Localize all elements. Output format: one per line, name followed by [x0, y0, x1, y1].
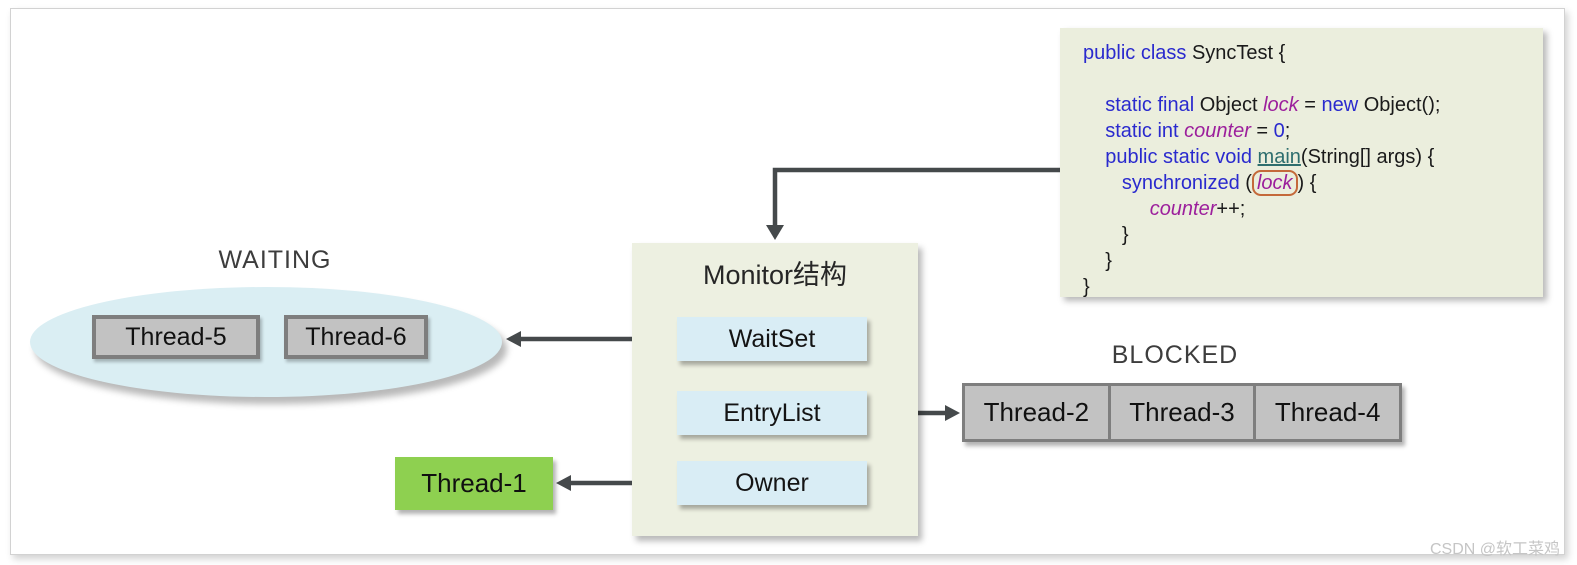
thread-label: Thread-6	[305, 322, 407, 351]
blocked-state-label: BLOCKED	[1111, 341, 1239, 369]
code-token	[1083, 146, 1105, 168]
waiting-thread-box: Thread-5	[92, 315, 260, 359]
code-token: new	[1321, 94, 1359, 116]
code-token: Object();	[1358, 94, 1441, 116]
code-token: ;	[1284, 120, 1291, 142]
thread-label: Thread-4	[1274, 397, 1381, 427]
code-token	[1083, 94, 1105, 116]
blocked-thread-box: Thread-3	[1107, 386, 1254, 439]
java-code-block: public class SyncTest { static final Obj…	[1060, 28, 1543, 300]
code-line	[1083, 66, 1543, 92]
code-token: public class	[1083, 42, 1187, 64]
code-token: counter	[1149, 198, 1217, 220]
code-token: SyncTest {	[1186, 42, 1286, 64]
owner-thread-box: Thread-1	[395, 457, 553, 510]
thread-label: Thread-2	[983, 397, 1090, 427]
code-line: }	[1083, 222, 1543, 248]
code-token: (String[] args) {	[1300, 146, 1435, 168]
code-token: static int	[1105, 120, 1179, 142]
code-token: static final	[1105, 94, 1195, 116]
code-token: }	[1083, 250, 1112, 272]
code-token: lock	[1251, 170, 1298, 196]
code-token: 0	[1273, 120, 1285, 142]
code-token	[1083, 120, 1105, 142]
code-token: synchronized	[1121, 172, 1240, 194]
blocked-thread-box: Thread-4	[1253, 386, 1400, 439]
slot-label: EntryList	[723, 398, 821, 427]
code-token: ++;	[1216, 198, 1246, 220]
code-line: public class SyncTest {	[1083, 40, 1543, 66]
code-token: public static void	[1105, 146, 1252, 168]
waiting-thread-box: Thread-6	[284, 315, 428, 359]
thread-label: Thread-5	[125, 322, 227, 351]
slot-label: WaitSet	[728, 324, 816, 353]
code-line: counter++;	[1083, 196, 1543, 222]
waiting-state-label: WAITING	[218, 246, 332, 274]
code-token: main	[1257, 146, 1301, 168]
code-token: ) {	[1297, 172, 1317, 194]
code-token	[1083, 172, 1122, 194]
code-line: public static void main(String[] args) {	[1083, 144, 1543, 170]
monitor-slot-waitset: WaitSet	[677, 317, 867, 361]
code-token: }	[1083, 224, 1129, 246]
thread-label: Thread-3	[1129, 397, 1235, 427]
code-token	[1083, 198, 1150, 220]
monitor-slot-owner: Owner	[677, 461, 867, 505]
thread-label: Thread-1	[421, 468, 527, 498]
code-token: =	[1250, 120, 1274, 142]
slot-label: Owner	[735, 468, 809, 497]
code-token: }	[1083, 276, 1090, 298]
code-line: static int counter = 0;	[1083, 118, 1543, 144]
blocked-thread-box: Thread-2	[965, 386, 1108, 439]
code-token	[1083, 68, 1089, 90]
csdn-watermark: CSDN @软工菜鸡	[1429, 541, 1560, 558]
code-token: counter	[1184, 120, 1251, 142]
code-line: }	[1083, 248, 1543, 274]
code-token: lock	[1263, 94, 1299, 116]
monitor-title: Monitor结构	[702, 260, 848, 290]
code-line: static final Object lock = new Object();	[1083, 92, 1543, 118]
code-line: }	[1083, 274, 1543, 300]
code-token: =	[1298, 94, 1322, 116]
code-token: Object	[1194, 94, 1264, 116]
code-line: synchronized (lock) {	[1083, 170, 1543, 196]
monitor-slot-entrylist: EntryList	[677, 391, 867, 435]
code-token: (	[1239, 172, 1252, 194]
blocked-thread-row: Thread-2 Thread-3 Thread-4	[962, 383, 1402, 442]
